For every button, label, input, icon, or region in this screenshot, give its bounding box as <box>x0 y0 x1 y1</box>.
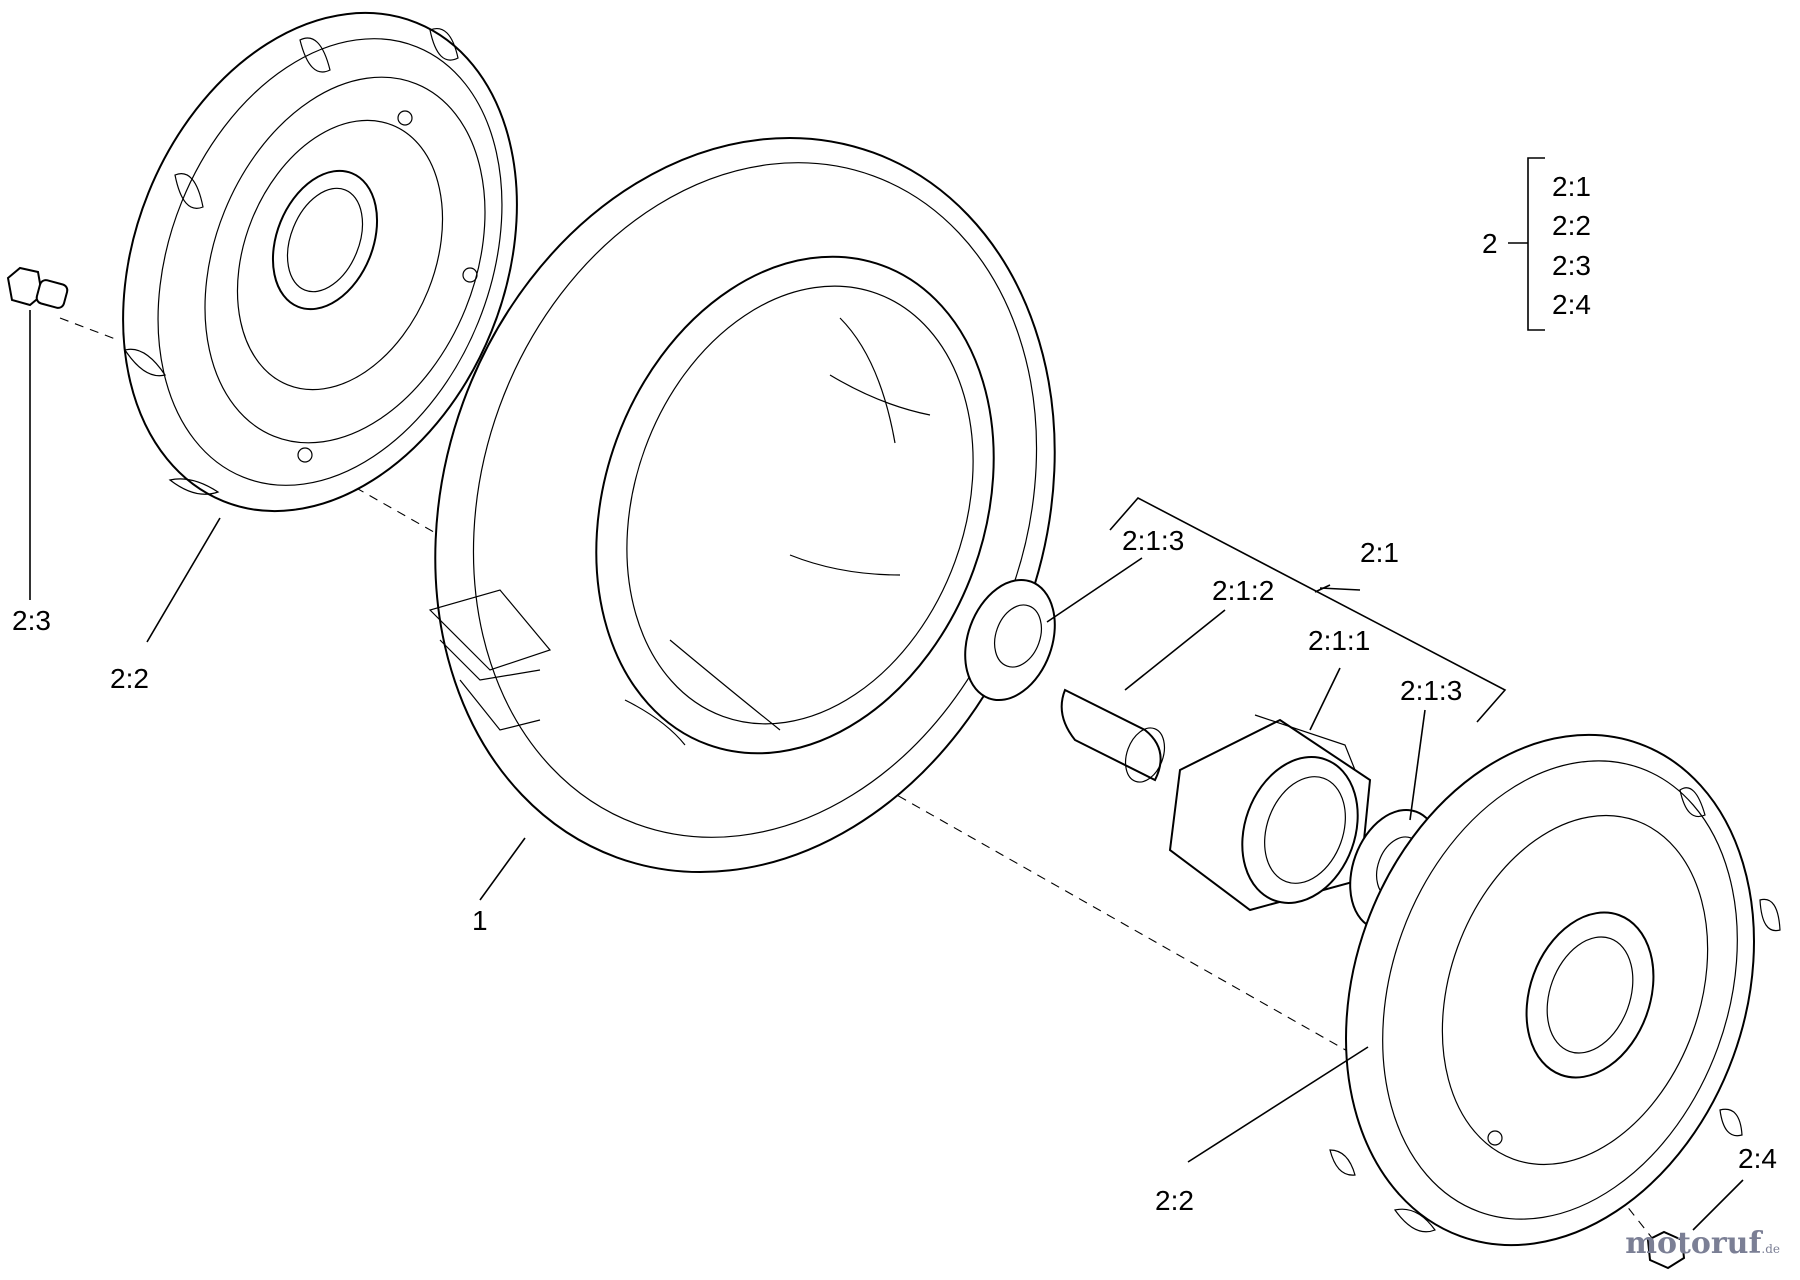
legend-child-2: 2:2 <box>1552 210 1591 241</box>
bearing-left <box>964 578 1056 702</box>
label-bearing-left: 2:1:3 <box>1122 525 1184 556</box>
label-spacer: 2:1:2 <box>1212 575 1274 606</box>
nut-icon <box>1646 1230 1686 1270</box>
label-right-hub-cap: 2:2 <box>1155 1185 1194 1216</box>
insert <box>1168 714 1372 912</box>
legend-parent: 2 <box>1482 228 1498 259</box>
watermark-suffix: .de <box>1761 1242 1780 1256</box>
label-tire: 1 <box>472 905 488 936</box>
legend: 2 2:1 2:2 2:3 2:4 <box>1482 171 1591 320</box>
label-hub-bolt: 2:3 <box>12 605 51 636</box>
label-bearing-right: 2:1:3 <box>1400 675 1462 706</box>
right-hub-cap <box>1329 733 1781 1247</box>
watermark-main: motoruf <box>1625 1226 1762 1261</box>
tire <box>428 136 1056 874</box>
legend-child-4: 2:4 <box>1552 289 1591 320</box>
legend-child-3: 2:3 <box>1552 250 1591 281</box>
watermark-logo: motoruf.de <box>1625 1226 1780 1261</box>
label-nut: 2:4 <box>1738 1143 1777 1174</box>
label-insert: 2:1:1 <box>1308 625 1370 656</box>
label-left-hub-cap: 2:2 <box>110 663 149 694</box>
legend-child-1: 2:1 <box>1552 171 1591 202</box>
legend-bracket <box>1508 157 1545 331</box>
hub-bolt-icon <box>6 266 69 309</box>
spacer <box>1060 688 1166 783</box>
left-hub-cap <box>122 11 518 513</box>
leader-lines <box>29 310 1744 1231</box>
label-bearing-group: 2:1 <box>1360 537 1399 568</box>
callout-labels: 2:3 2:2 1 2:2 2:4 2:1:3 2:1:2 2:1 2:1:1 … <box>12 525 1777 1216</box>
